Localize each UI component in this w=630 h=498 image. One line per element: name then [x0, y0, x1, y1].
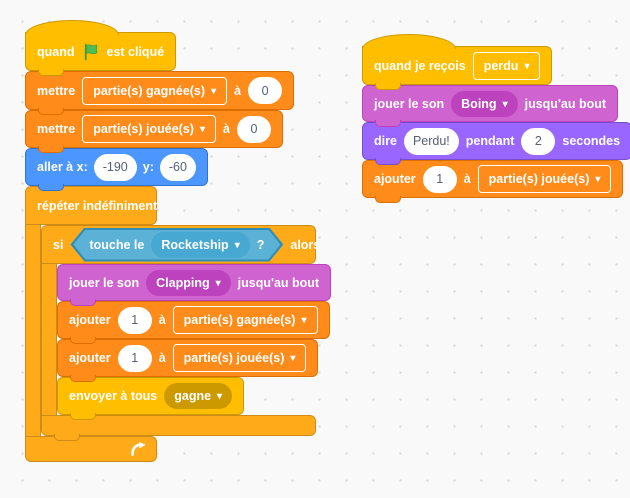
block-forever-footer[interactable]: [25, 436, 157, 462]
dropdown-caret-icon: ▾: [524, 60, 530, 72]
value-input[interactable]: 0: [236, 115, 271, 143]
dropdown-caret-icon: ▾: [234, 239, 240, 251]
if-label: si: [53, 237, 64, 252]
message-dropdown[interactable]: perdu ▾: [472, 51, 541, 80]
dropdown-caret-icon: ▾: [199, 124, 205, 135]
block-tab: [375, 196, 401, 203]
variable-dropdown[interactable]: partie(s) gagnée(s) ▾: [82, 76, 228, 105]
variable-dropdown[interactable]: partie(s) gagnée(s) ▾: [172, 306, 318, 334]
forever-label: répéter indéfiniment: [37, 198, 158, 213]
say-text-input[interactable]: Perdu!: [403, 127, 459, 155]
y-input[interactable]: -60: [159, 153, 196, 181]
block-broadcast-gagne[interactable]: envoyer à tous gagne ▾: [57, 377, 245, 420]
block-tab: [38, 184, 64, 191]
block-play-sound-boing[interactable]: jouer le son Boing ▾ jusqu'au bout: [362, 85, 619, 127]
block-when-flag-clicked[interactable]: quand est cliqué: [25, 20, 177, 76]
block-tab: [375, 83, 401, 90]
loop-arrow-icon: [130, 442, 146, 456]
green-flag-icon: [82, 43, 100, 61]
block-if-footer[interactable]: [41, 415, 316, 441]
block-tab: [38, 146, 64, 153]
value-input[interactable]: 1: [117, 306, 152, 334]
block-change-played-right[interactable]: ajouter 1 à partie(s) jouée(s) ▾: [362, 160, 624, 203]
block-tab: [70, 299, 96, 306]
block-play-sound-clapping[interactable]: jouer le son Clapping ▾ jusqu'au bout: [57, 264, 332, 306]
touching-label: touche le: [89, 237, 145, 252]
block-tab: [375, 120, 401, 127]
block-tab: [70, 337, 96, 344]
block-if-wall: [41, 264, 57, 415]
block-tab: [38, 108, 64, 115]
block-tab: [70, 413, 96, 420]
block-set-played[interactable]: mettre partie(s) jouée(s) ▾ à 0: [25, 110, 283, 153]
dropdown-caret-icon: ▾: [502, 98, 508, 110]
block-tab: [54, 434, 80, 441]
block-forever-header[interactable]: répéter indéfiniment: [25, 186, 157, 225]
condition-touching-sprite[interactable]: touche le Rocketship ▾ ?: [70, 228, 283, 262]
block-tab: [70, 375, 96, 382]
block-set-wins[interactable]: mettre partie(s) gagnée(s) ▾ à 0: [25, 71, 295, 115]
duration-input[interactable]: 2: [521, 127, 556, 155]
value-input[interactable]: 1: [422, 165, 457, 193]
value-input[interactable]: 0: [248, 77, 283, 104]
block-when-receive-perdu[interactable]: quand je reçois perdu ▾: [362, 34, 553, 90]
hat-dome: [25, 20, 119, 35]
block-change-played[interactable]: ajouter 1 à partie(s) jouée(s) ▾: [57, 339, 319, 382]
x-input[interactable]: -190: [93, 153, 137, 181]
block-if-header[interactable]: si touche le Rocketship ▾ ? alors: [41, 225, 320, 264]
sound-dropdown[interactable]: Boing ▾: [451, 90, 518, 117]
value-input[interactable]: 1: [117, 344, 152, 372]
dropdown-caret-icon: ▾: [595, 174, 601, 185]
then-label: alors: [290, 237, 321, 252]
dropdown-caret-icon: ▾: [215, 277, 221, 289]
dropdown-caret-icon: ▾: [211, 85, 217, 97]
broadcast-dropdown[interactable]: gagne ▾: [164, 383, 233, 409]
hat-dome: [362, 34, 456, 49]
dropdown-caret-icon: ▾: [301, 315, 307, 326]
block-tab: [38, 69, 64, 76]
block-forever-wall: [25, 225, 41, 436]
variable-dropdown[interactable]: partie(s) jouée(s) ▾: [82, 115, 216, 143]
block-goto-xy[interactable]: aller à x: -190 y: -60: [25, 148, 208, 191]
block-say-for-seconds[interactable]: dire Perdu! pendant 2 secondes: [362, 122, 630, 165]
sprite-dropdown[interactable]: Rocketship ▾: [151, 232, 249, 258]
variable-dropdown[interactable]: partie(s) jouée(s) ▾: [477, 165, 612, 193]
block-tab: [375, 158, 401, 165]
sound-dropdown[interactable]: Clapping ▾: [146, 269, 231, 296]
question-mark-label: ?: [256, 237, 265, 252]
block-change-wins[interactable]: ajouter 1 à partie(s) gagnée(s) ▾: [57, 301, 330, 344]
variable-dropdown[interactable]: partie(s) jouée(s) ▾: [172, 344, 307, 372]
dropdown-caret-icon: ▾: [217, 391, 223, 402]
dropdown-caret-icon: ▾: [290, 353, 296, 364]
